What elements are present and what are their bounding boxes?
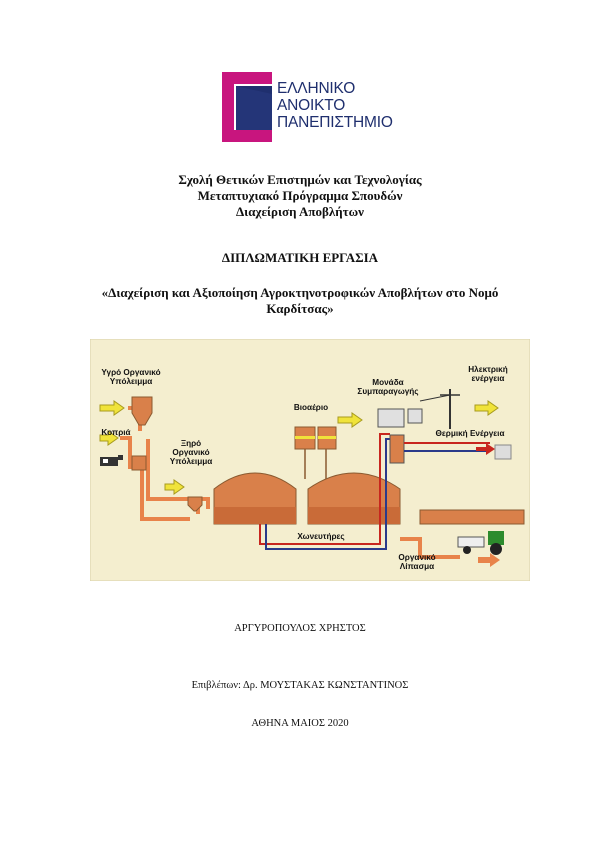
logo-text: ΕΛΛΗΝΙΚΟ ΑΝΟΙΚΤΟ ΠΑΝΕΠΙΣΤΗΜΙΟ: [277, 80, 393, 131]
thesis-type: ΔΙΠΛΩΜΑΤΙΚΗ ΕΡΓΑΣΙΑ: [221, 250, 379, 265]
thesis-title-line-1: «Διαχείριση και Αξιοποίηση Αγροκτηνοτροφ…: [101, 285, 499, 300]
school-name: Σχολή Θετικών Επιστημών και Τεχνολογίας: [178, 172, 422, 187]
logo-line-2: ΑΝΟΙΚΤΟ: [277, 97, 346, 114]
label-biogas: Βιοαέριο: [293, 403, 329, 412]
diagram-graphic: [89, 338, 531, 582]
place-date: ΑΘΗΝΑ ΜΑΙΟΣ 2020: [251, 718, 349, 729]
supervisor: Επιβλέπων: Δρ. ΜΟΥΣΤΑΚΑΣ ΚΩΝΣΤΑΝΤΙΝΟΣ: [191, 680, 409, 691]
author-name: ΑΡΓΥΡΟΠΟΥΛΟΣ ΧΡΗΣΤΟΣ: [234, 623, 366, 634]
logo-mark-icon: [222, 72, 272, 142]
specialization-name: Διαχείριση Αποβλήτων: [236, 204, 364, 219]
label-thermal-energy: Θερμική Ενέργεια: [435, 429, 505, 438]
university-logo: [222, 70, 402, 142]
program-name: Μεταπτυχιακό Πρόγραμμα Σπουδών: [197, 188, 403, 203]
label-manure: Κοπριά: [101, 428, 131, 437]
label-digesters: Χωνευτήρες: [297, 532, 345, 541]
logo-line-1: ΕΛΛΗΝΙΚΟ: [277, 80, 356, 97]
logo-line-3: ΠΑΝΕΠΙΣΤΗΜΙΟ: [277, 114, 393, 131]
thesis-title-line-2: Καρδίτσας»: [266, 301, 334, 316]
